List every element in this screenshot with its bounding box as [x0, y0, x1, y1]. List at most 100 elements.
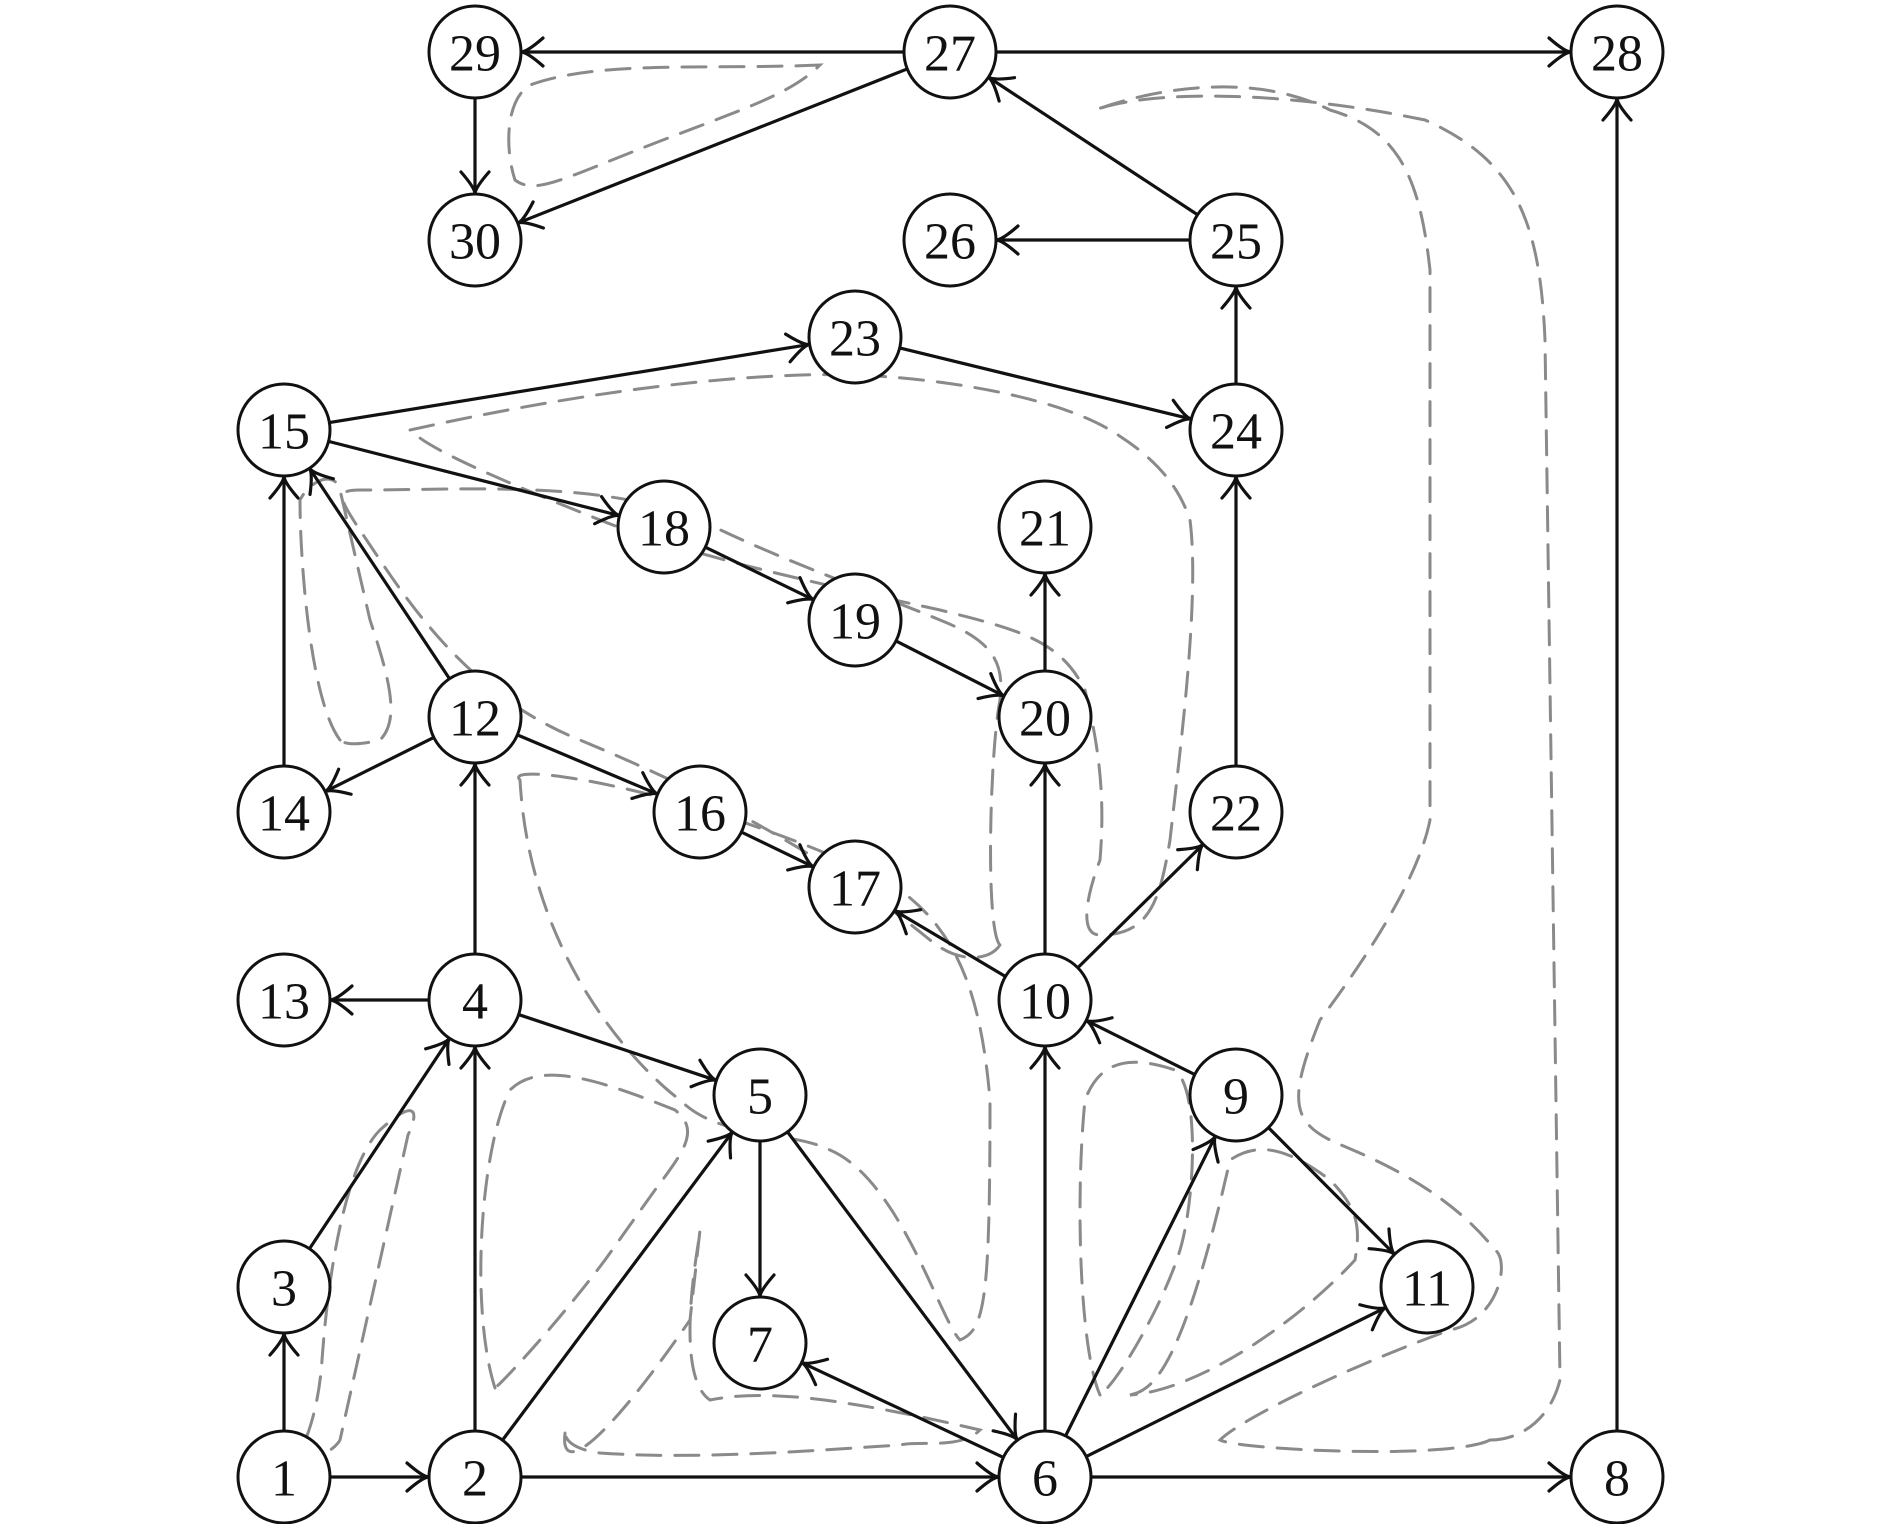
node-20: 20: [997, 669, 1093, 765]
node-label: 1: [271, 1451, 297, 1508]
node-label: 29: [449, 26, 501, 83]
node-circle: [236, 1239, 332, 1335]
node-label: 16: [674, 786, 726, 843]
arrowhead-icon: [986, 75, 1017, 103]
edge-5-7: [744, 1141, 776, 1299]
dashed-contour: [290, 1109, 416, 1460]
node-circle: [236, 382, 332, 478]
arrowhead-icon: [991, 1412, 1020, 1442]
node-circle: [997, 1429, 1093, 1524]
node-17: 17: [807, 839, 903, 935]
node-label: 25: [1210, 214, 1262, 271]
node-28: 28: [1569, 4, 1665, 100]
node-label: 8: [1604, 1451, 1630, 1508]
node-2: 2: [427, 1429, 523, 1524]
dashed-contour: [507, 63, 824, 188]
node-label: 17: [829, 861, 881, 918]
edge-9-11: [1267, 1126, 1397, 1256]
node-label: 7: [747, 1317, 773, 1374]
node-circle: [427, 1429, 523, 1524]
edge-15-23: [329, 332, 812, 425]
node-circle: [997, 479, 1093, 575]
node-22: 22: [1188, 764, 1284, 860]
edge-3-4: [308, 1036, 452, 1250]
node-circle: [1569, 4, 1665, 100]
node-label: 22: [1210, 786, 1262, 843]
edge-6-8: [1091, 1461, 1573, 1493]
node-30: 30: [427, 192, 523, 288]
edge-line: [328, 439, 620, 518]
node-29: 29: [427, 4, 523, 100]
edge-line: [740, 830, 815, 869]
edge-8-28: [1601, 96, 1633, 1431]
edge-1-3: [268, 1331, 300, 1431]
node-circle: [652, 764, 748, 860]
node-circle: [236, 764, 332, 860]
edge-line: [800, 1361, 1005, 1459]
edge-line: [308, 1037, 451, 1250]
node-18: 18: [616, 479, 712, 575]
node-circle: [902, 4, 998, 100]
node-11: 11: [1379, 1239, 1475, 1335]
node-circle: [902, 192, 998, 288]
node-label: 23: [829, 311, 881, 368]
edge-2-5: [501, 1130, 735, 1442]
node-label: 11: [1402, 1261, 1452, 1318]
node-6: 6: [997, 1429, 1093, 1524]
node-circle: [807, 572, 903, 668]
edge-line: [324, 736, 435, 793]
node-1: 1: [236, 1429, 332, 1524]
node-9: 9: [1188, 1047, 1284, 1143]
edge-9-10: [1084, 1016, 1196, 1076]
edge-line: [1267, 1126, 1396, 1256]
dashed-contour: [1094, 85, 1562, 1454]
node-7: 7: [712, 1295, 808, 1391]
edge-line: [518, 1013, 717, 1082]
node-circle: [427, 952, 523, 1048]
edge-14-15: [268, 474, 300, 766]
node-21: 21: [997, 479, 1093, 575]
edge-line: [893, 909, 1007, 978]
node-27: 27: [902, 4, 998, 100]
edge-line: [987, 75, 1199, 217]
node-circle: [1569, 1429, 1665, 1524]
node-circle: [427, 4, 523, 100]
edge-line: [1076, 843, 1205, 969]
node-3: 3: [236, 1239, 332, 1335]
edge-19-20: [895, 639, 1006, 701]
edge-line: [704, 545, 815, 602]
edge-line: [1085, 1019, 1196, 1076]
edge-12-14: [323, 736, 435, 796]
edge-line: [516, 733, 659, 796]
node-label: 27: [924, 26, 976, 83]
edge-2-4: [459, 1044, 491, 1431]
edge-10-22: [1076, 842, 1205, 969]
edge-line: [786, 1130, 1019, 1442]
arrowhead-icon: [424, 1036, 452, 1066]
node-5: 5: [712, 1047, 808, 1143]
edge-18-19: [704, 545, 816, 605]
edge-6-10: [1029, 1044, 1061, 1431]
node-label: 5: [747, 1069, 773, 1126]
edge-line: [899, 346, 1192, 421]
node-label: 4: [462, 974, 488, 1031]
node-label: 28: [1591, 26, 1643, 83]
node-12: 12: [427, 669, 523, 765]
node-circle: [1188, 1047, 1284, 1143]
dashed-contour: [479, 1073, 690, 1391]
edge-23-24: [899, 346, 1193, 430]
node-circle: [236, 952, 332, 1048]
node-15: 15: [236, 382, 332, 478]
edge-25-26: [994, 224, 1190, 256]
node-label: 9: [1223, 1069, 1249, 1126]
dashed-contour: [563, 1229, 983, 1457]
edge-line: [517, 67, 908, 225]
edge-20-21: [1029, 571, 1061, 671]
edge-22-24: [1220, 474, 1252, 766]
node-circle: [1379, 1239, 1475, 1335]
dashed-contour: [517, 772, 992, 1342]
node-label: 2: [462, 1451, 488, 1508]
dashed-contour: [1078, 1060, 1194, 1398]
edge-27-30: [516, 67, 908, 230]
